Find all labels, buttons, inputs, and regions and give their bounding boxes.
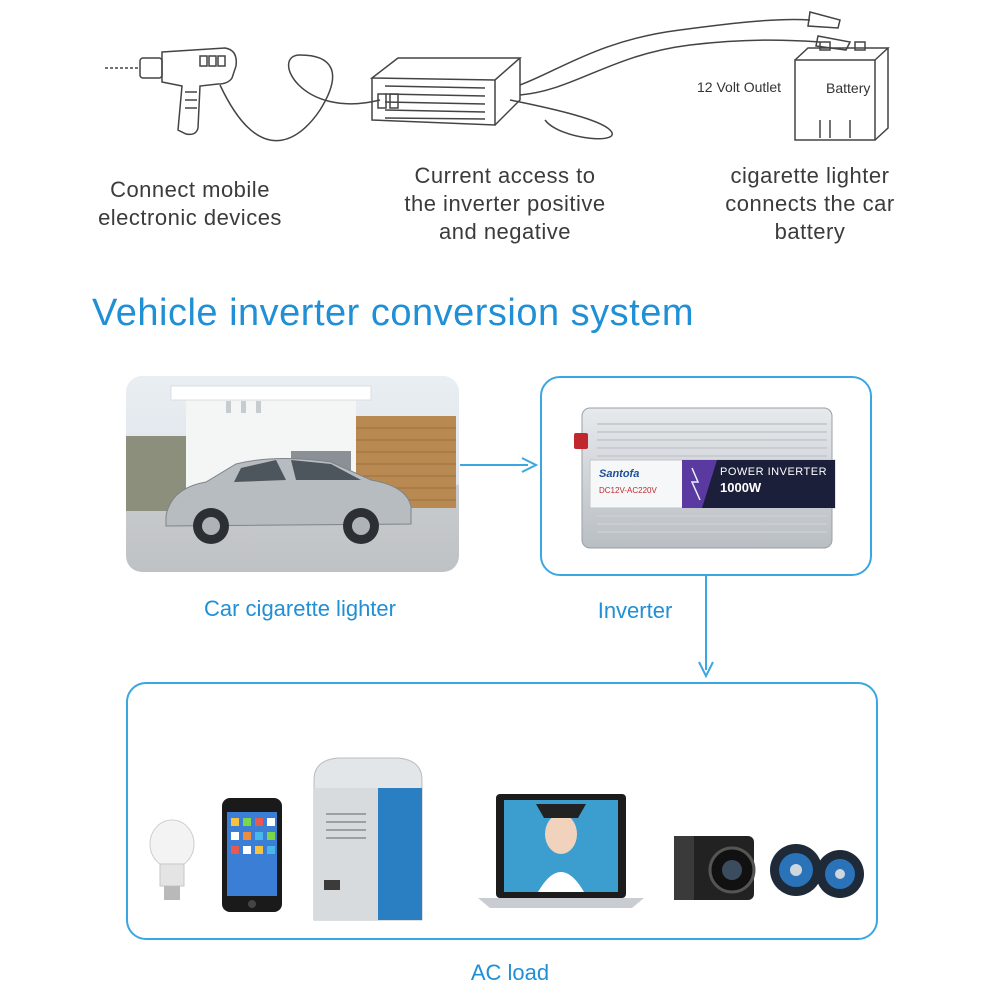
caption-left: Connect mobile electronic devices [60, 176, 320, 232]
caption-right: cigarette lighter connects the car batte… [690, 162, 930, 246]
inverter-label: Inverter [597, 598, 673, 623]
ac-load-label: AC load [470, 960, 550, 985]
battery-icon [794, 41, 890, 141]
car-photo [126, 376, 459, 572]
caption-middle: Current access to the inverter positive … [370, 162, 640, 246]
caption-middle-line: Current access to [414, 163, 596, 188]
ac-load-box [126, 682, 878, 940]
battery-cable-line [519, 18, 811, 86]
caption-middle-line: and negative [439, 219, 571, 244]
battery-label: Battery [826, 80, 871, 96]
caption-right-line: battery [774, 219, 846, 244]
caption-right-line: connects the car [725, 191, 895, 216]
inverter-name: POWER INVERTER [720, 466, 828, 478]
caption-right-line: cigarette lighter [730, 163, 890, 188]
outlet-label: 12 Volt Outlet [697, 79, 782, 95]
camera-icon [674, 836, 756, 900]
battery-cable-line-2 [519, 39, 821, 96]
inverter-brand: Santofa [599, 468, 640, 480]
caption-left-line: electronic devices [98, 205, 282, 230]
light-bulb-icon [149, 819, 195, 900]
page-title: Vehicle inverter conversion system [92, 292, 695, 334]
speaker-icon [770, 844, 864, 898]
arrow-right-icon [460, 457, 539, 473]
appliance-group [149, 757, 864, 921]
caption-middle-line: the inverter positive [404, 191, 606, 216]
inverter-icon [574, 407, 836, 549]
outlet-cable-line [509, 99, 613, 140]
inverter-sketch-icon [369, 57, 522, 126]
car-fridge-icon [313, 757, 423, 921]
caption-left-line: Connect mobile [110, 177, 270, 202]
inverter-spec: DC12V-AC220V [599, 486, 657, 495]
smartphone-icon [222, 798, 282, 912]
cable-line [219, 54, 381, 142]
inverter-box: Santofa DC12V-AC220V POWER INVERTER 1000… [540, 376, 872, 576]
inverter-watt: 1000W [720, 480, 762, 495]
drill-icon [105, 47, 238, 136]
clip-icon [807, 11, 852, 51]
laptop-icon [478, 794, 644, 908]
arrow-down-icon [698, 574, 714, 678]
car-label: Car cigarette lighter [204, 596, 396, 621]
car-scene-icon [126, 385, 456, 544]
connection-sketch [105, 11, 890, 142]
